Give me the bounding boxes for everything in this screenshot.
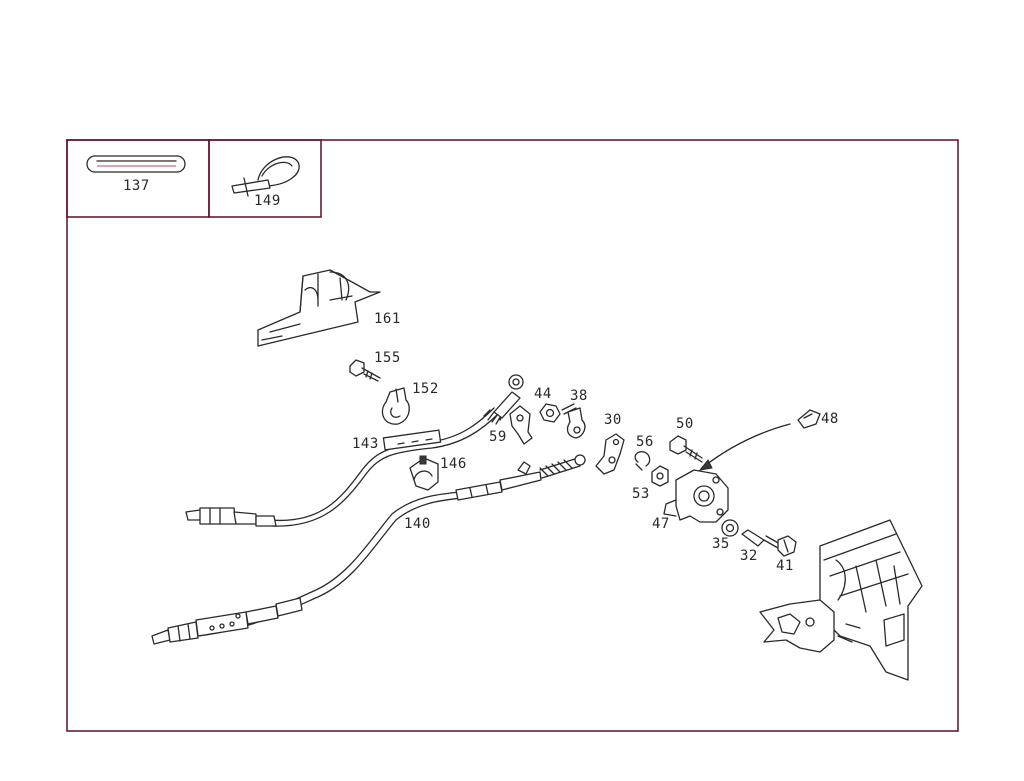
arrow-head-48 <box>698 459 713 471</box>
part-149-cable-tie[interactable] <box>231 156 300 197</box>
part-47-plate[interactable] <box>663 469 729 523</box>
label-56: 56 <box>636 434 654 450</box>
part-32-pin[interactable] <box>741 529 765 547</box>
part-30-rocker[interactable] <box>595 433 625 475</box>
label-50: 50 <box>676 416 694 432</box>
part-59-lever[interactable] <box>509 405 533 445</box>
label-48: 48 <box>821 411 839 427</box>
part-161-bracket[interactable] <box>257 269 381 347</box>
part-146-clip[interactable] <box>409 455 439 491</box>
legend-box-149 <box>208 139 322 218</box>
label-53: 53 <box>632 486 650 502</box>
part-155-screw[interactable] <box>349 359 381 382</box>
label-30: 30 <box>604 412 622 428</box>
label-146: 146 <box>440 456 467 472</box>
label-47: 47 <box>652 516 670 532</box>
part-44-nut[interactable] <box>539 403 561 423</box>
part-137-strip[interactable] <box>86 155 186 173</box>
label-140: 140 <box>404 516 431 532</box>
label-35: 35 <box>712 536 730 552</box>
label-59: 59 <box>489 429 507 445</box>
part-50-bolt[interactable] <box>669 435 703 463</box>
label-155: 155 <box>374 350 401 366</box>
part-41-screw[interactable] <box>763 535 797 557</box>
part-48-clip[interactable] <box>797 409 821 429</box>
label-161: 161 <box>374 311 401 327</box>
part-38-lever[interactable] <box>561 403 586 439</box>
part-53-bushing[interactable] <box>651 465 669 487</box>
diagram-frame <box>66 139 959 732</box>
part-140-cable[interactable] <box>151 454 586 645</box>
arrow-line-48 <box>701 423 791 469</box>
part-56-circlip[interactable] <box>634 451 651 471</box>
label-38: 38 <box>570 388 588 404</box>
part-152-clamp[interactable] <box>381 387 410 425</box>
label-149: 149 <box>254 193 281 209</box>
label-41: 41 <box>776 558 794 574</box>
label-32: 32 <box>740 548 758 564</box>
transmission-housing <box>759 519 923 681</box>
label-143: 143 <box>352 436 379 452</box>
part-35-washer[interactable] <box>721 519 739 537</box>
label-137: 137 <box>123 178 150 194</box>
label-44: 44 <box>534 386 552 402</box>
part-143-cable[interactable] <box>185 374 524 527</box>
label-152: 152 <box>412 381 439 397</box>
